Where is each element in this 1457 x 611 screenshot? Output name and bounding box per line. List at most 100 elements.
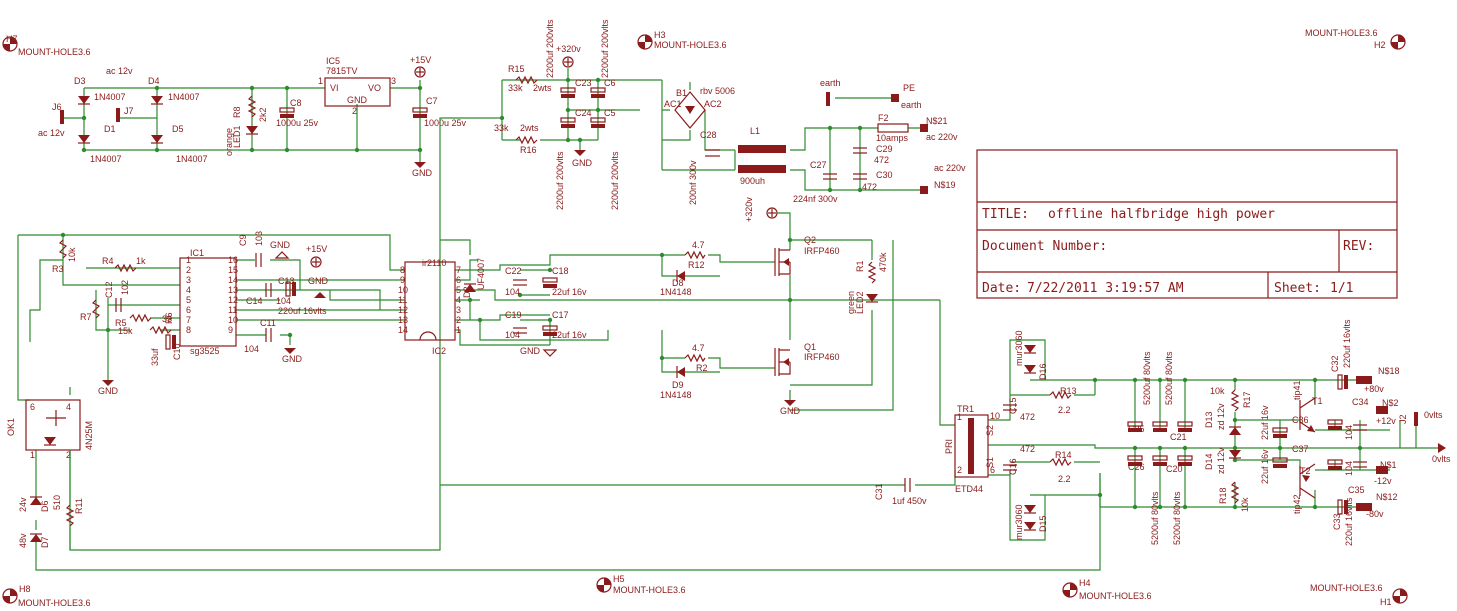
label-c17: C17 [552,310,569,320]
h3-ref: H3 [654,30,666,40]
label-cap2200d: 2200uf 200vlts [610,151,620,210]
h7-ref: H7 [6,34,18,44]
label-c22: C22 [505,266,522,276]
label-led1-color: orange [224,128,234,156]
title-block: TITLE: offline halfbridge high power Doc… [976,149,1398,299]
label-c29: C29 [876,144,893,154]
label-p80v: +80v [1364,384,1384,394]
label-q2: Q2 [804,235,816,245]
label-d5: D5 [172,124,184,134]
svg-text:6: 6 [456,275,461,285]
mount-hole-h8: H8 MOUNT-HOLE3.6 [2,584,91,608]
label-c13v: 104 [276,296,291,306]
label-c16v: 472 [1020,444,1035,454]
label-c33v: 220uf 16vlts [1344,497,1354,546]
svg-text:5: 5 [186,295,191,305]
label-r5: R5 [115,318,127,328]
label-c5200d: 5200uf 80vlts [1172,491,1182,545]
h1-ref: H1 [1380,597,1392,607]
svg-text:15: 15 [228,265,238,275]
sheet-value: 1/1 [1330,281,1353,296]
svg-text:2: 2 [456,315,461,325]
label-c7: C7 [426,96,438,106]
mains-input-section: R15 33k 2wts 33k 2wts R16 +320v C23 C6 C… [439,19,966,485]
label-led2: LED2 [855,291,865,314]
label-c37v: 22uf 16v [1260,449,1270,484]
svg-text:14: 14 [398,325,408,335]
svg-text:7: 7 [456,265,461,275]
label-l1v: 900uh [740,176,765,186]
label-c21: C21 [1170,432,1187,442]
label-zero1: 0vlts [1424,410,1443,420]
label-c8v: 1000u 25v [276,118,319,128]
label-d7v: 48v [18,533,28,548]
mount-hole-h5: H5 MOUNT-HOLE3.6 [596,574,686,595]
svg-text:6: 6 [30,402,35,412]
label-c19v: 104 [505,330,520,340]
label-d6: D6 [40,500,50,512]
svg-text:2: 2 [957,465,962,475]
label-c30: C30 [876,170,893,180]
label-gnde: GND [98,386,119,396]
label-ac2: AC2 [704,99,722,109]
label-r13v: 2.2 [1058,405,1071,415]
h5-ref: H5 [613,574,625,584]
label-ok1v: 4N25M [84,421,94,450]
label-c19: C19 [505,310,522,320]
label-r8: R8 [232,106,242,118]
mount-hole-h4: H4 MOUNT-HOLE3.6 [1062,578,1152,601]
label-c15v: 472 [1020,412,1035,422]
label-d16v: mur3060 [1014,330,1024,366]
label-gnda: GND [412,168,433,178]
label-n2: N$2 [1382,398,1399,408]
label-c20: C20 [1166,464,1183,474]
label-b1: B1 [676,88,687,98]
label-m80v: -80v [1366,509,1384,519]
label-d7: D7 [40,536,50,548]
label-pri: PRI [944,439,954,454]
label-c25: C25 [1128,424,1145,434]
label-c37: C37 [1292,444,1309,454]
title-label: TITLE: [982,207,1029,222]
label-c18v: 22uf 16v [552,287,587,297]
label-r16: R16 [520,145,537,155]
label-gndf: GND [282,354,303,364]
supply-15v-section: ac 12v ac 12v J6 J7 D3 1N4007 D4 1N4007 … [38,55,467,178]
label-c12: C12 [104,281,114,298]
label-b1v: rbv 5006 [700,86,735,96]
label-t2: T2 [1300,466,1311,476]
rev-label: REV: [1343,239,1374,254]
label-c31v: 1uf 450v [892,496,927,506]
label-ac1: AC1 [664,99,682,109]
svg-text:3: 3 [456,305,461,315]
label-d1v: 1N4007 [90,154,122,164]
label-r15w: 2wts [533,83,552,93]
svg-text:13: 13 [228,285,238,295]
label-ac12-left: ac 12v [38,128,65,138]
label-c15: C15 [1008,397,1018,414]
svg-text:12: 12 [228,295,238,305]
label-d2: D2 [462,286,472,298]
svg-text:2: 2 [186,265,191,275]
title-value: offline halfbridge high power [1048,207,1275,222]
svg-text:13: 13 [398,315,408,325]
label-d3: D3 [74,76,86,86]
label-ac12-top: ac 12v [106,66,133,76]
label-j2: J2 [1398,414,1408,424]
label-gndb: GND [572,158,593,168]
label-d8: D8 [672,278,684,288]
label-gndd: GND [308,276,329,286]
label-c8: C8 [290,98,302,108]
label-q2v: IRFP460 [804,246,840,256]
label-c27: C27 [810,160,827,170]
label-n12: N$12 [1376,492,1398,502]
label-c5200b: 5200uf 80vlts [1164,351,1174,405]
label-d8v: 1N4148 [660,287,692,297]
label-c11: C11 [260,318,276,328]
label-r13: R13 [1060,386,1077,396]
doc-number-label: Document Number: [982,239,1107,254]
label-t1v: tip41 [1292,380,1302,400]
label-pe: PE [903,83,915,93]
